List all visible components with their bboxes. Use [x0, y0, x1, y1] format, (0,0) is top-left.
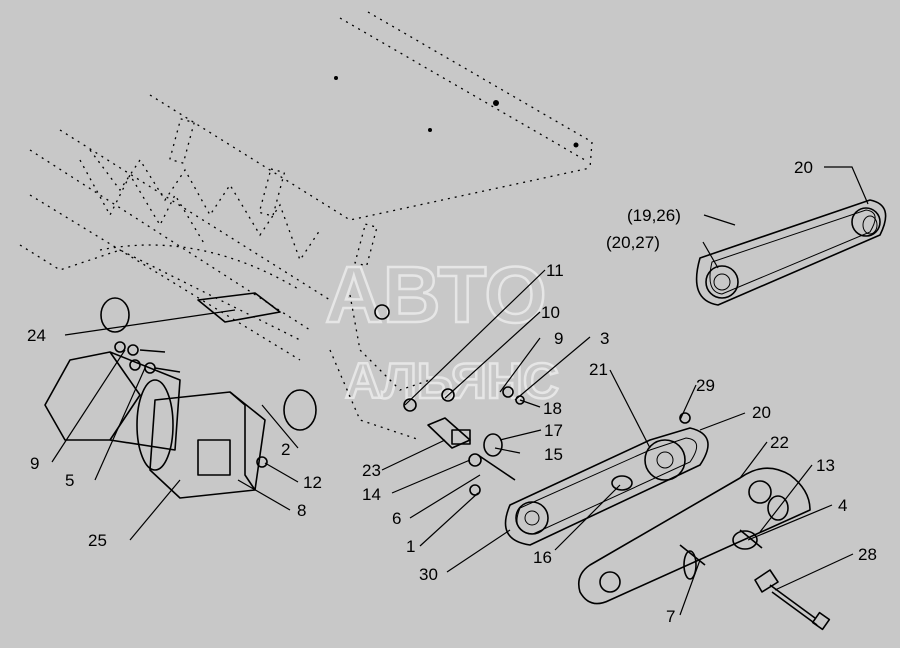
- callout-11: 11: [546, 261, 564, 280]
- callout-20-27: (20,27): [606, 233, 660, 252]
- callout-22: 22: [770, 433, 789, 452]
- callout-30: 30: [419, 565, 438, 584]
- lower-chain-drive: [504, 427, 709, 546]
- callout-16: 16: [533, 548, 552, 567]
- motor-fasteners: [114, 341, 268, 468]
- callout-10: 10: [541, 303, 560, 322]
- mounting-plate: [197, 292, 281, 323]
- callout-8: 8: [297, 501, 306, 520]
- callout-20-upper: 20: [794, 158, 813, 177]
- leader-lines: [51, 166, 869, 616]
- callout-15: 15: [544, 445, 563, 464]
- callout-6: 6: [392, 509, 401, 528]
- shaft: [283, 389, 317, 431]
- callout-13: 13: [816, 456, 835, 475]
- callout-labels: 20 (19,26) (20,27) 11 10 9 3 24 21 29 18…: [27, 158, 877, 626]
- watermark-line1: АВТО: [325, 250, 547, 339]
- callout-23: 23: [362, 461, 381, 480]
- callout-5: 5: [65, 471, 74, 490]
- grease-fitting: [754, 569, 831, 631]
- chain-guard: [577, 467, 811, 605]
- watermark-line2: АЛЬЯНС: [345, 353, 559, 409]
- callout-9-lower: 9: [30, 454, 39, 473]
- callout-2: 2: [281, 440, 290, 459]
- callout-20-lower: 20: [752, 403, 771, 422]
- callout-3: 3: [600, 329, 609, 348]
- callout-12: 12: [303, 473, 322, 492]
- callout-4: 4: [838, 496, 847, 515]
- callout-25: 25: [88, 531, 107, 550]
- frame-outline: [19, 11, 593, 441]
- tensioner-bracket: [427, 417, 516, 496]
- watermark: АВТО АЛЬЯНС: [324, 249, 561, 411]
- callout-14: 14: [362, 485, 381, 504]
- callout-1: 1: [406, 537, 415, 556]
- callout-21: 21: [589, 360, 608, 379]
- callout-28: 28: [858, 545, 877, 564]
- callout-24: 24: [27, 326, 46, 345]
- callout-29: 29: [696, 376, 715, 395]
- callout-17: 17: [544, 421, 563, 440]
- tube-end: [100, 297, 130, 333]
- callout-18: 18: [543, 399, 562, 418]
- callout-7: 7: [666, 607, 675, 626]
- gearbox: [149, 391, 266, 499]
- upper-chain-drive: [695, 199, 887, 306]
- callout-9-upper: 9: [554, 329, 563, 348]
- callout-19-26: (19,26): [627, 206, 681, 225]
